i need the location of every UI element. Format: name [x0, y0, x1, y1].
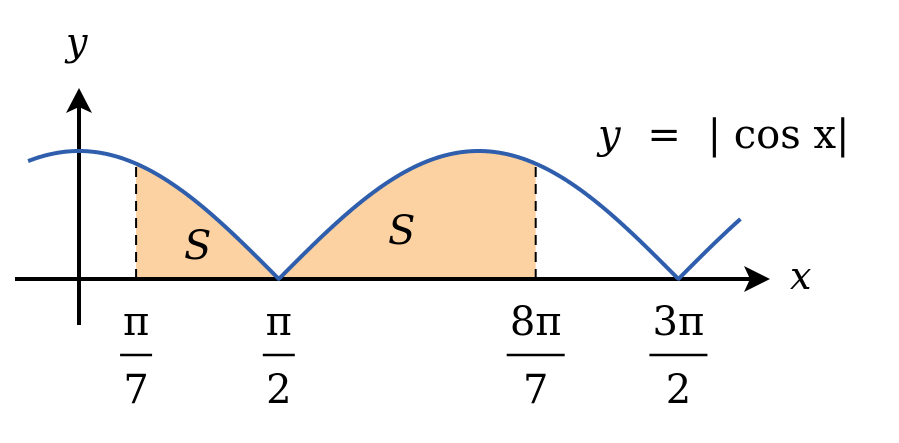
tick-label-8pi-over-7-numerator: 8π	[510, 299, 562, 345]
region-label-left: S	[184, 223, 211, 269]
shaded-region	[136, 151, 536, 279]
tick-label-8pi-over-7-denominator: 7	[523, 367, 548, 413]
tick-label-pi-over-7-denominator: 7	[123, 367, 148, 413]
region-label-right: S	[388, 208, 415, 254]
y-axis-label: y	[64, 20, 88, 64]
tick-label-pi-over-2-numerator: π	[266, 299, 292, 345]
function-label-equals: =	[647, 112, 681, 158]
tick-label-pi-over-7-numerator: π	[123, 299, 149, 345]
y-axis-arrowhead	[66, 88, 92, 113]
x-axis-arrowhead	[744, 266, 770, 292]
tick-label-3pi-over-2-denominator: 2	[666, 367, 691, 413]
function-label: y = | cos x|	[596, 112, 850, 158]
x-axis-label: x	[790, 254, 811, 298]
tick-label-pi-over-2-denominator: 2	[266, 367, 291, 413]
function-label-rhs: | cos x|	[708, 112, 850, 158]
tick-labels: π 7 π 2 8π 7 3π 2	[120, 299, 708, 413]
tick-label-3pi-over-2-numerator: 3π	[653, 299, 705, 345]
function-label-lhs: y	[596, 112, 622, 158]
abs-cos-curve	[27, 149, 742, 281]
